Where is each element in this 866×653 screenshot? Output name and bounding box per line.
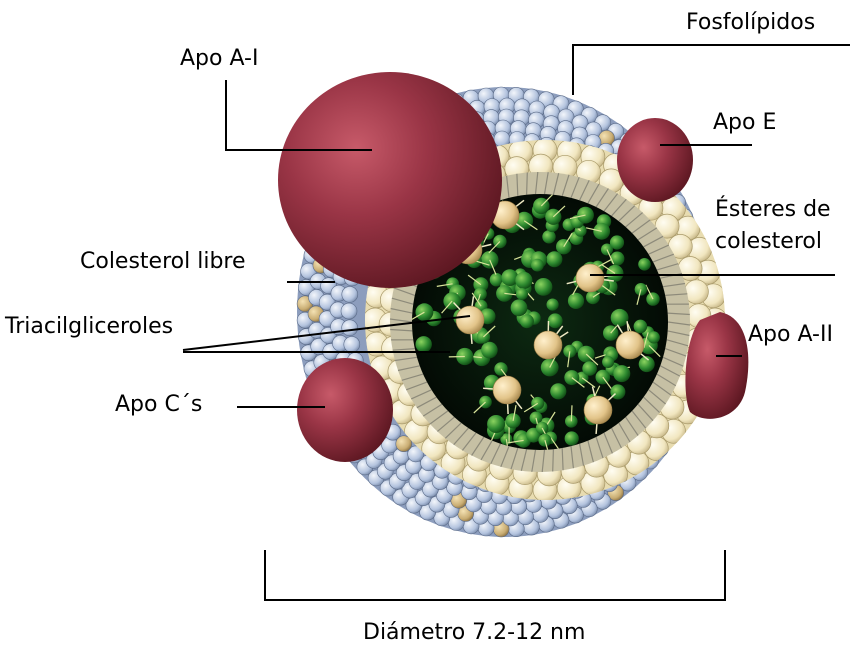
apo-c-protein — [297, 358, 393, 462]
triacylglycerol-ball — [547, 299, 559, 311]
triacylglycerol-ball — [542, 230, 555, 243]
cholesterol-ester-ball — [456, 306, 484, 334]
label-triacilgliceroles: Triacilgliceroles — [5, 314, 173, 340]
cholesterol-ester-ball — [584, 396, 612, 424]
leader-fosfolipidos — [573, 45, 850, 95]
label-esteres: Ésteres de colesterol — [715, 194, 831, 258]
label-apo-cs: Apo C´s — [115, 392, 202, 418]
triacylglycerol-ball — [602, 356, 614, 368]
label-colesterol-libre: Colesterol libre — [80, 249, 246, 275]
triacylglycerol-ball — [611, 309, 629, 327]
triacylglycerol-ball — [582, 361, 597, 376]
cholesterol-ester-ball — [493, 376, 521, 404]
triacylglycerol-ball — [550, 383, 566, 399]
label-apo-a1: Apo A-I — [180, 46, 258, 72]
lipid-tail — [553, 449, 554, 471]
triacylglycerol-ball — [613, 365, 630, 382]
triacylglycerol-ball — [511, 299, 528, 316]
label-apo-e: Apo E — [713, 110, 776, 136]
phospholipid-head — [342, 320, 358, 336]
triacylglycerol-ball — [481, 342, 498, 359]
triacylglycerol-ball — [648, 331, 660, 343]
triacylglycerol-ball — [638, 258, 651, 271]
phospholipid-head — [344, 336, 360, 352]
triacylglycerol-ball — [565, 431, 579, 445]
label-esteres-line2: colesterol — [715, 226, 831, 258]
fatty-acid-chain — [571, 405, 572, 421]
cholesterol-ester-ball — [576, 264, 604, 292]
cholesterol-ester-ball — [534, 331, 562, 359]
triacylglycerol-ball — [546, 251, 562, 267]
apo-e-protein — [617, 118, 693, 202]
diameter-bracket — [265, 550, 725, 600]
label-fosfolipidos: Fosfolípidos — [686, 10, 815, 36]
label-diametro: Diámetro 7.2-12 nm — [363, 620, 585, 646]
triacylglycerol-ball — [541, 359, 559, 377]
triacylglycerol-ball — [548, 313, 563, 328]
triacylglycerol-ball — [568, 293, 584, 309]
triacylglycerol-ball — [531, 259, 544, 272]
triacylglycerol-ball — [610, 235, 624, 249]
cholesterol-ester-ball — [616, 331, 644, 359]
triacylglycerol-ball — [487, 415, 505, 433]
phospholipid-head — [342, 286, 358, 302]
triacylglycerol-ball — [610, 252, 624, 266]
triacylglycerol-ball — [516, 288, 528, 300]
apo-a1-protein — [278, 72, 502, 288]
phospholipid-head — [341, 303, 357, 319]
triacylglycerol-ball — [520, 314, 534, 328]
triacylglycerol-ball — [501, 269, 518, 286]
label-apo-a2: Apo A-II — [748, 322, 833, 348]
triacylglycerol-ball — [515, 272, 532, 289]
triacylglycerol-ball — [634, 320, 648, 334]
lipid-tail — [527, 173, 528, 195]
triacylglycerol-ball — [535, 278, 553, 296]
triacylglycerol-ball — [416, 336, 432, 352]
label-esteres-line1: Ésteres de — [715, 194, 831, 226]
